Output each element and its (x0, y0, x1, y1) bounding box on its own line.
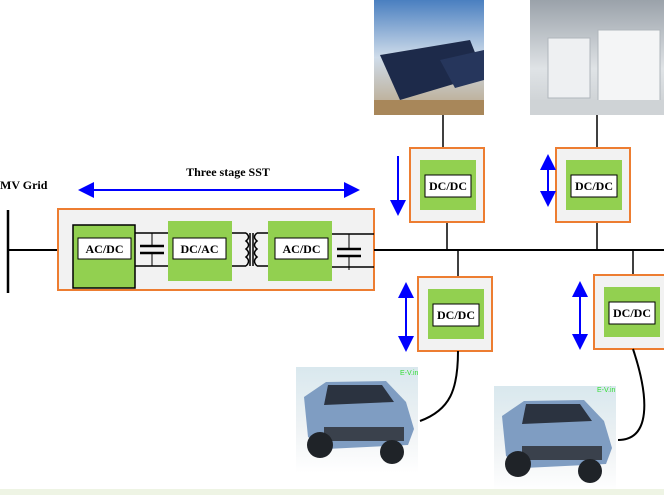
ev1-charging-cable (419, 350, 459, 422)
sst-box (57, 208, 375, 291)
solar-pv-image (374, 0, 484, 115)
sst-title: Three stage SST (186, 165, 270, 179)
battery-storage-image (530, 0, 664, 115)
sst-block-ac-dc-2: AC/DC (283, 242, 321, 256)
ev2-car-image (494, 386, 616, 492)
ev2-watermark: E-V.in (597, 387, 616, 394)
mv-grid-label: MV Grid (0, 178, 48, 192)
ev2-dcdc-label: DC/DC (613, 306, 651, 320)
sst-block-dc-ac: DC/AC (181, 242, 219, 256)
ev1-car-image (296, 367, 418, 473)
footer-strip (0, 489, 664, 495)
storage-dcdc-label: DC/DC (575, 179, 613, 193)
ev1-dcdc-label: DC/DC (437, 308, 475, 322)
solar-dcdc-label: DC/DC (429, 179, 467, 193)
sst-block-ac-dc-1: AC/DC (86, 242, 124, 256)
ev1-watermark: E-V.in (400, 370, 419, 377)
ev2-charging-cable (617, 348, 646, 441)
